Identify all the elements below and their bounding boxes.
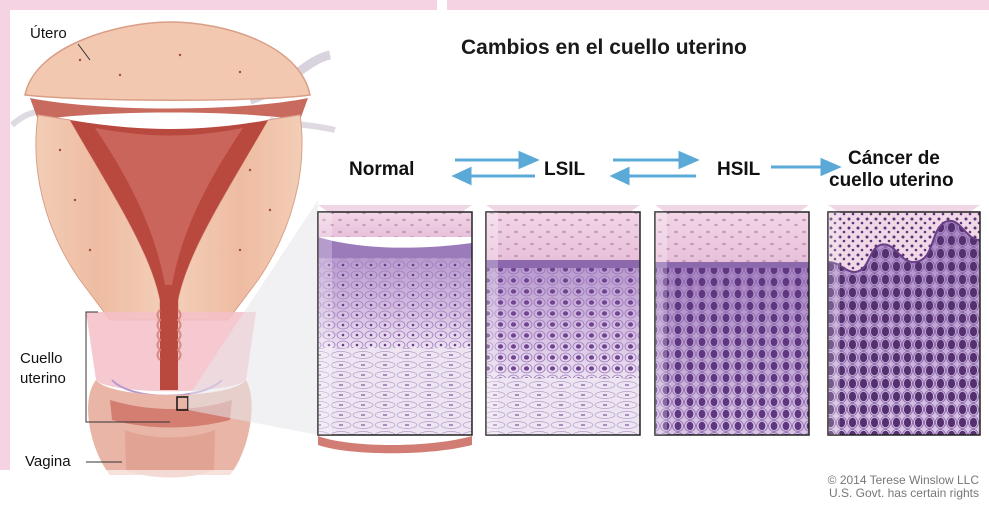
- stage-normal: Normal: [349, 159, 414, 181]
- stage-hsil: HSIL: [717, 159, 760, 181]
- stage-cancer-line1: Cáncer de: [848, 148, 940, 170]
- diagram-title: Cambios en el cuello uterino: [461, 36, 747, 60]
- stage-cancer-line2: cuello uterino: [829, 170, 954, 192]
- progression-arrows: [455, 153, 838, 183]
- label-cervix-line2: uterino: [20, 370, 66, 387]
- tissue-cancer: [828, 205, 980, 435]
- tissue-normal: [318, 205, 472, 453]
- tissue-hsil: [655, 205, 809, 435]
- credit-line2: U.S. Govt. has certain rights: [828, 487, 979, 500]
- stage-lsil: LSIL: [544, 159, 585, 181]
- tissue-lsil: [486, 205, 640, 435]
- label-uterus: Útero: [30, 25, 67, 42]
- label-cervix-line1: Cuello: [20, 350, 63, 367]
- copyright-credit: © 2014 Terese Winslow LLC U.S. Govt. has…: [828, 474, 979, 500]
- label-vagina: Vagina: [25, 453, 71, 470]
